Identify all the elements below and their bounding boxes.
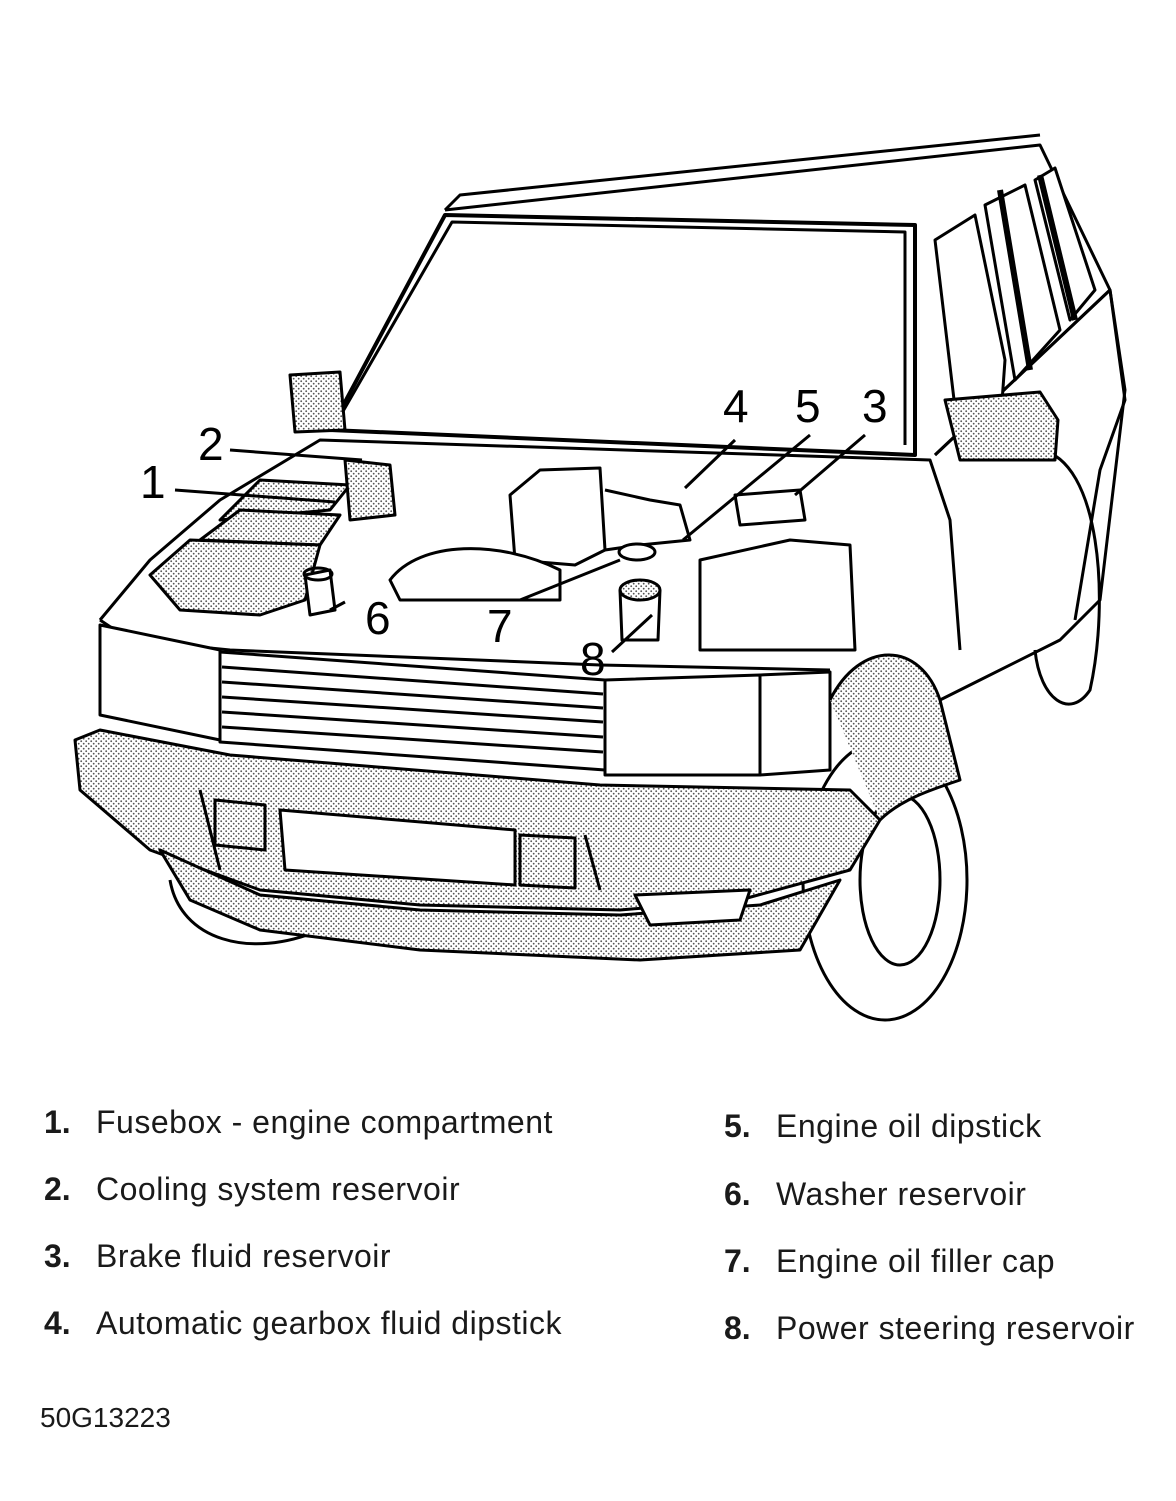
legend-number: 3. [44, 1238, 71, 1274]
figure-id: 50G13223 [40, 1402, 171, 1433]
right-foglamp [518, 833, 577, 890]
callout-7: 7 [487, 600, 513, 652]
front-left-tyre [168, 879, 321, 946]
wheel-arch [828, 653, 962, 822]
legend-label: Power steering reservoir [776, 1310, 1135, 1346]
legend-item-1: 1. Fusebox - engine compartment [44, 1104, 553, 1141]
legend-item-2: 2. Cooling system reservoir [44, 1171, 460, 1208]
right-mirror [943, 390, 1060, 462]
right-indicator [758, 670, 832, 777]
legend-number: 4. [44, 1305, 71, 1341]
legend-number: 8. [724, 1310, 751, 1346]
vehicle-outline [73, 133, 1127, 1022]
legend-label: Cooling system reservoir [96, 1171, 461, 1207]
engine-fan [388, 547, 562, 602]
legend-label: Engine oil dipstick [776, 1108, 1042, 1144]
legend-label: Fusebox - engine compartment [96, 1104, 553, 1140]
legend-label: Brake fluid reservoir [96, 1238, 392, 1274]
legend-number: 1. [44, 1104, 71, 1140]
legend-item-8: 8. Power steering reservoir [724, 1310, 1135, 1347]
oil-filler-cap [617, 542, 657, 562]
callout-numbers: 1 2 3 4 5 6 7 8 [140, 380, 888, 685]
callout-leaders [174, 433, 866, 654]
left-foglamp [213, 798, 267, 852]
callout-3: 3 [862, 380, 888, 432]
legend-item-4: 4. Automatic gearbox fluid dipstick [44, 1305, 562, 1342]
washer-filler [303, 568, 337, 617]
lower-valance [158, 848, 842, 962]
legend-item-7: 7. Engine oil filler cap [724, 1243, 1055, 1280]
legend-item-5: 5. Engine oil dipstick [724, 1108, 1042, 1145]
callout-2: 2 [198, 418, 224, 470]
legend-item-3: 3. Brake fluid reservoir [44, 1238, 391, 1275]
legend-label: Washer reservoir [776, 1176, 1027, 1212]
vehicle-diagram: 1 2 3 4 5 6 7 8 [73, 133, 1127, 1022]
callout-8: 8 [580, 633, 606, 685]
callout-1: 1 [140, 456, 166, 508]
legend-item-6: 6. Washer reservoir [724, 1176, 1026, 1213]
legend-label: Engine oil filler cap [776, 1243, 1056, 1279]
callout-5: 5 [795, 380, 821, 432]
windscreen [328, 213, 917, 457]
left-mirror [288, 370, 347, 434]
washer-tank [148, 538, 322, 617]
lower-lamp [633, 888, 752, 927]
bonnet-edge [98, 438, 962, 651]
grille-slats [221, 665, 604, 754]
legend-number: 6. [724, 1176, 751, 1212]
legend-number: 5. [724, 1108, 751, 1144]
legend-label: Automatic gearbox fluid dipstick [96, 1305, 562, 1341]
legend-number: 2. [44, 1171, 71, 1207]
legend-number: 7. [724, 1243, 751, 1279]
right-inner-wing [698, 538, 857, 652]
side-window-middle [983, 183, 1062, 382]
rear-right-tyre [1033, 448, 1101, 706]
callout-4: 4 [723, 380, 749, 432]
number-plate [278, 808, 517, 887]
brake-reservoir [733, 488, 807, 527]
callout-6: 6 [365, 592, 391, 644]
